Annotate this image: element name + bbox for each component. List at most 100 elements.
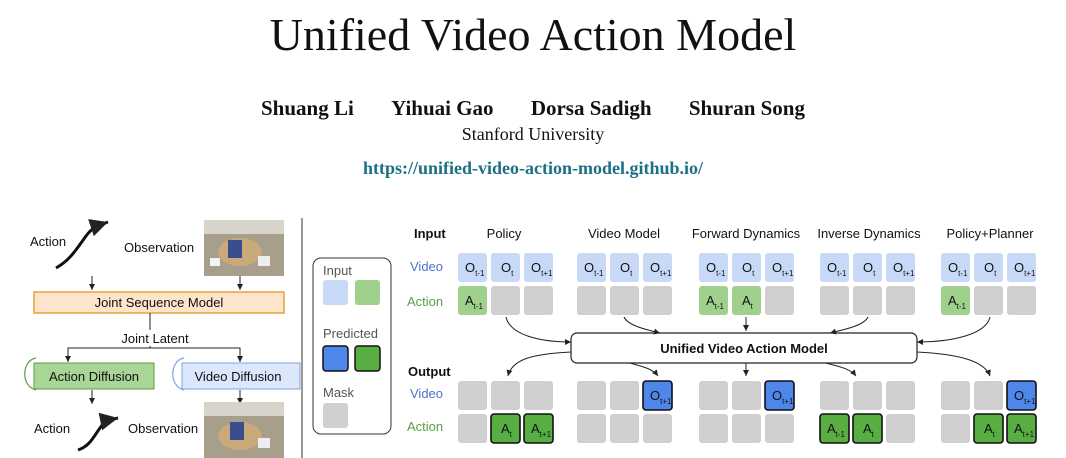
action-trajectory-icon <box>55 219 109 270</box>
mask-token <box>853 286 882 315</box>
paper-title: Unified Video Action Model <box>269 9 797 60</box>
action-diffusion-box <box>33 362 155 390</box>
observation-image-top <box>204 220 284 276</box>
author-name: Shuang Li <box>261 96 354 120</box>
legend-mask-label: Mask <box>323 385 355 400</box>
observation-bottom-label: Observation <box>128 421 198 436</box>
mask-token <box>610 414 639 443</box>
legend-input-label: Input <box>323 263 352 278</box>
author-name: Shuran Song <box>688 96 805 120</box>
mask-token <box>643 414 672 443</box>
observation-image-bottom <box>204 402 284 458</box>
author-name: Dorsa Sadigh <box>530 96 652 120</box>
observation-token: Ot+1 <box>642 380 673 411</box>
mask-token <box>458 414 487 443</box>
action-token: At-1 <box>941 286 970 315</box>
observation-token: Ot <box>491 253 520 282</box>
observation-token: Ot-1 <box>941 253 970 282</box>
mask-token <box>732 381 761 410</box>
svg-text:Ot: Ot <box>863 260 876 278</box>
column-header-inverse-dynamics: Inverse Dynamics <box>817 226 921 241</box>
video-diffusion-box <box>181 362 301 390</box>
observation-token: Ot+1 <box>1006 380 1037 411</box>
svg-text:Ot: Ot <box>984 260 997 278</box>
video-diffusion-label: Video Diffusion <box>195 369 282 384</box>
action-token: At <box>732 286 761 315</box>
observation-token: Ot-1 <box>458 253 487 282</box>
observation-token: Ot+1 <box>643 253 672 282</box>
observation-top-label: Observation <box>124 240 194 255</box>
observation-token: Ot+1 <box>886 253 915 282</box>
unified-model-label: Unified Video Action Model <box>660 341 828 356</box>
observation-token: Ot <box>732 253 761 282</box>
action-top-label: Action <box>30 234 66 249</box>
action-token: At-1 <box>819 413 850 444</box>
action-token: At+1 <box>523 413 554 444</box>
joint-latent-label: Joint Latent <box>121 331 189 346</box>
action-token: At <box>973 413 1004 444</box>
mask-token <box>853 381 882 410</box>
output-video-label: Video <box>410 386 443 401</box>
input-row-label: Input <box>414 226 446 241</box>
mask-token <box>610 286 639 315</box>
joint-sequence-model-label: Joint Sequence Model <box>95 295 224 310</box>
legend-predicted-blue-swatch <box>322 345 349 372</box>
output-action-label: Action <box>407 419 443 434</box>
mask-token <box>610 381 639 410</box>
mask-token <box>765 286 794 315</box>
mask-token <box>1007 286 1036 315</box>
legend-predicted-green-swatch <box>354 345 381 372</box>
action-diffusion-label: Action Diffusion <box>49 369 139 384</box>
mask-token <box>765 414 794 443</box>
legend-mask-swatch <box>323 403 348 428</box>
mask-token <box>941 414 970 443</box>
svg-text:At: At <box>984 421 996 439</box>
legend-input-green-swatch <box>355 280 380 305</box>
action-token: At-1 <box>458 286 487 315</box>
input-video-label: Video <box>410 259 443 274</box>
project-url-link[interactable]: https://unified-video-action-model.githu… <box>362 158 704 178</box>
mask-token <box>820 381 849 410</box>
affiliation: Stanford University <box>461 124 605 144</box>
observation-token: Ot+1 <box>764 380 795 411</box>
column-header-policy-planner: Policy+Planner <box>946 226 1034 241</box>
mask-token <box>820 286 849 315</box>
mask-token <box>491 381 520 410</box>
observation-token: Ot+1 <box>524 253 553 282</box>
action-token: At-1 <box>699 286 728 315</box>
mask-token <box>524 381 553 410</box>
mask-token <box>458 381 487 410</box>
mask-token <box>643 286 672 315</box>
unified-model-box <box>570 332 918 364</box>
svg-text:Ot: Ot <box>742 260 755 278</box>
mask-token <box>699 381 728 410</box>
observation-token: Ot <box>853 253 882 282</box>
column-header-policy: Policy <box>487 226 522 241</box>
video-loop-arrow-icon <box>172 357 185 391</box>
mask-token <box>577 286 606 315</box>
legend-predicted-label: Predicted <box>323 326 378 341</box>
observation-token: Ot <box>974 253 1003 282</box>
author-name: Yihuai Gao <box>391 96 494 120</box>
mask-token <box>699 414 728 443</box>
action-trajectory-icon <box>77 412 119 452</box>
author-list: Shuang Li Yihuai Gao Dorsa Sadigh Shuran… <box>0 96 1066 121</box>
observation-token: Ot <box>610 253 639 282</box>
observation-token: Ot-1 <box>577 253 606 282</box>
svg-text:At: At <box>863 421 875 439</box>
observation-token: Ot-1 <box>820 253 849 282</box>
observation-token: Ot+1 <box>1007 253 1036 282</box>
column-header-video-model: Video Model <box>588 226 660 241</box>
svg-text:At: At <box>742 293 754 311</box>
action-token: At <box>852 413 883 444</box>
mask-token <box>886 381 915 410</box>
observation-token: Ot+1 <box>765 253 794 282</box>
mask-token <box>491 286 520 315</box>
action-token: At <box>490 413 521 444</box>
joint-sequence-model-box <box>33 291 285 314</box>
mask-token <box>732 414 761 443</box>
legend-input-blue-swatch <box>323 280 348 305</box>
mask-token <box>941 381 970 410</box>
mask-token <box>886 414 915 443</box>
